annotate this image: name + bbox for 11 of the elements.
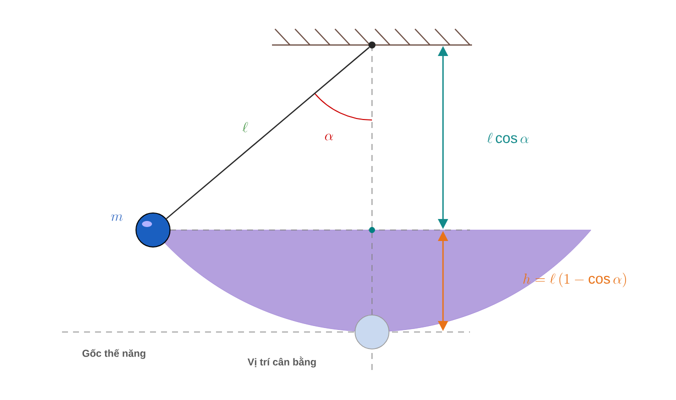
reference-label: Gốc thế năng [82, 349, 146, 359]
equilibrium-bob [354, 314, 390, 350]
dimension-label: $h=\ell\,(1-\cos\alpha)$ [523, 272, 626, 288]
mass-label: $m$ [111, 214, 123, 221]
reference-label: Vị trí cân bằng [248, 356, 316, 368]
pendulum-string [166, 46, 370, 220]
dimension-label: $\ell\cos\alpha$ [487, 132, 529, 144]
pendulum-bob [136, 212, 170, 248]
edge-label: $\ell$ [242, 122, 248, 132]
pivot-dot [368, 42, 376, 48]
angle-label: $\alpha$ [325, 134, 333, 140]
